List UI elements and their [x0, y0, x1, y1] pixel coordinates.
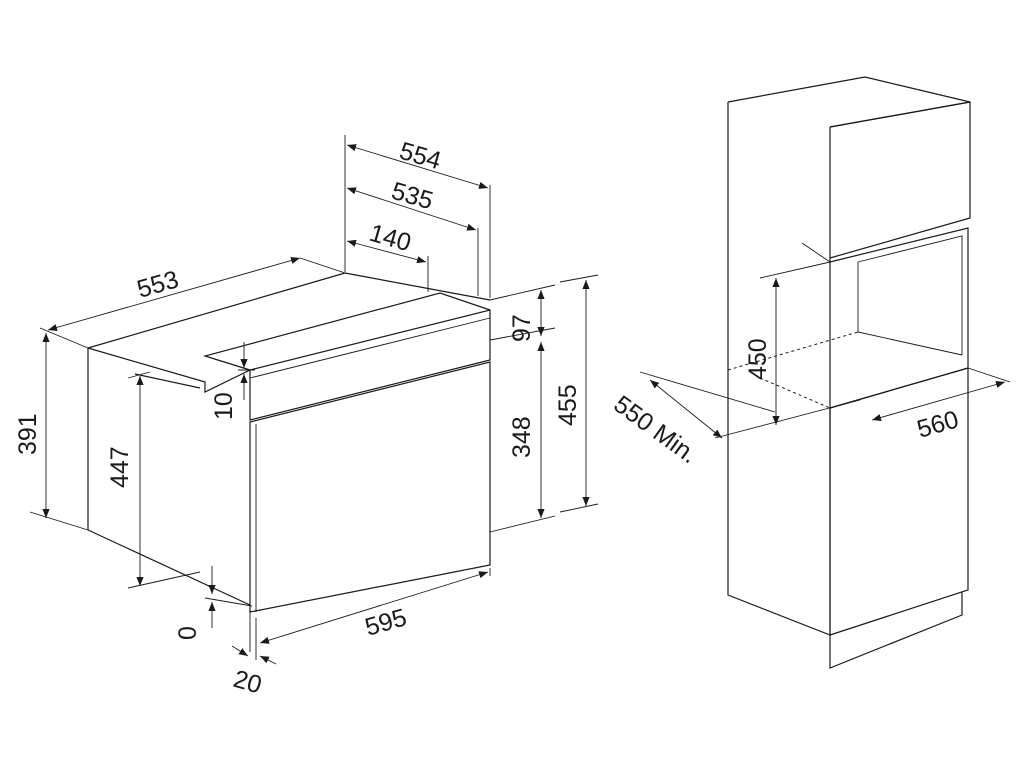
label-560: 560	[914, 405, 962, 443]
cabinet-top	[727, 76, 971, 128]
cabinet-side	[727, 102, 831, 636]
dim-455: 455	[554, 274, 599, 513]
upper-door	[829, 101, 971, 259]
oven-top-edge	[87, 272, 346, 349]
dim-391: 391	[14, 333, 89, 531]
label-450: 450	[744, 338, 772, 380]
dim-447: 447	[106, 371, 201, 589]
label-455: 455	[554, 384, 582, 426]
cabinet-plinth	[829, 592, 963, 669]
dim-554: 554	[344, 135, 491, 298]
dim-348: 348	[489, 342, 556, 533]
dim-550-min: 550 Min.	[608, 371, 861, 469]
label-20: 20	[230, 665, 264, 700]
niche-frame	[829, 227, 969, 409]
label-391: 391	[14, 413, 42, 455]
oven-bottom-edge	[87, 529, 251, 606]
dim-0: 0	[174, 566, 253, 640]
dim-595: 595	[255, 568, 491, 660]
dim-450: 450	[744, 261, 831, 425]
oven-ledge-lower	[134, 373, 201, 389]
control-strip-top	[249, 317, 491, 379]
label-140: 140	[366, 219, 414, 257]
control-strip	[249, 309, 491, 421]
label-447: 447	[106, 446, 134, 488]
niche-inner-side	[857, 262, 963, 356]
oven-door	[249, 361, 491, 613]
niche-floor-dashed	[759, 377, 831, 409]
oven-back-ledge	[87, 347, 251, 393]
label-554: 554	[396, 137, 444, 175]
niche-inner-back	[857, 235, 963, 355]
control-strip-bevel	[202, 292, 491, 371]
label-550-min: 550 Min.	[608, 390, 702, 469]
dim-553: 553	[39, 257, 346, 349]
dim-560: 560	[871, 367, 1011, 444]
dim-20: 20	[230, 612, 277, 700]
niche-back-dashed	[727, 331, 859, 371]
label-348: 348	[508, 416, 536, 458]
dim-97: 97	[489, 284, 556, 342]
oven-top-right-edge	[344, 272, 491, 301]
label-0: 0	[174, 626, 202, 640]
oven-drawing	[87, 272, 491, 613]
niche-ref-line	[801, 242, 831, 263]
label-535: 535	[388, 177, 436, 215]
label-553: 553	[134, 265, 182, 303]
dim-535: 535	[346, 177, 479, 296]
label-10: 10	[210, 392, 238, 420]
dim-10: 10	[210, 342, 255, 420]
label-97: 97	[508, 314, 536, 342]
